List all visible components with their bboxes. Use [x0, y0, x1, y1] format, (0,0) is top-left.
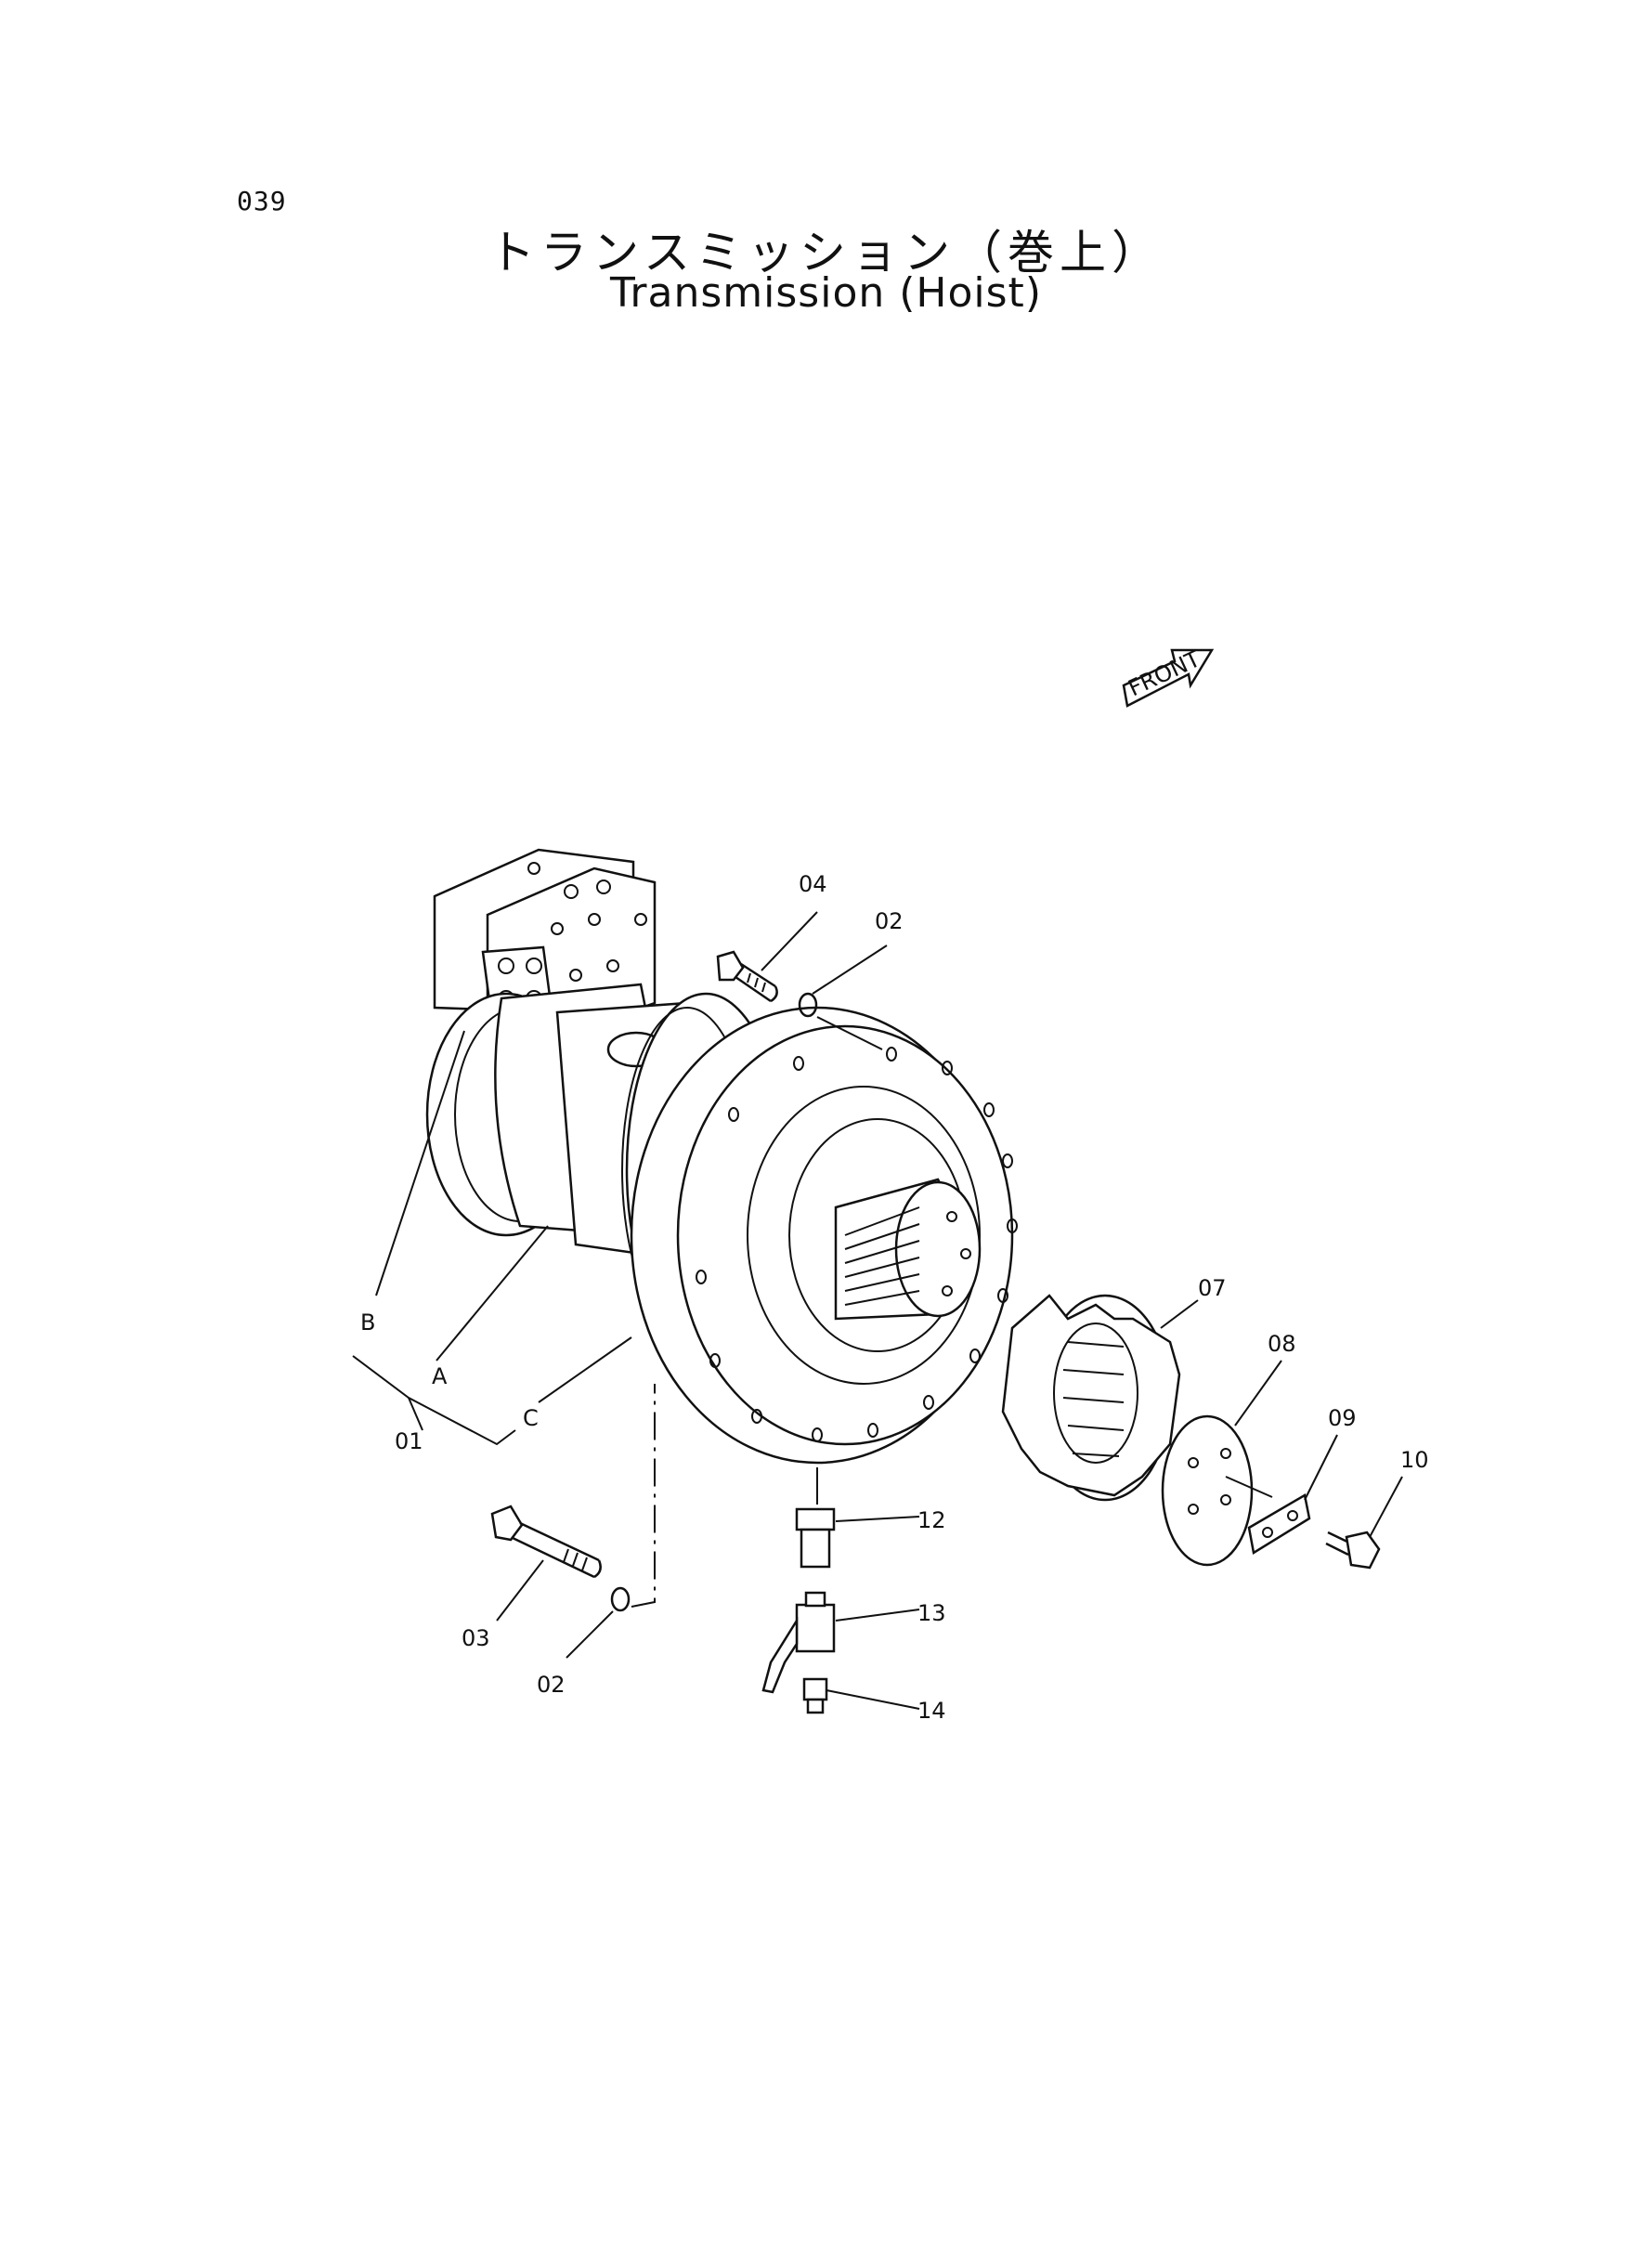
- drain-valve-13: [761, 1591, 836, 1694]
- label-09: 09: [1328, 1405, 1357, 1431]
- label-02-bottom: 02: [537, 1672, 566, 1698]
- title-english: Transmission (Hoist): [610, 269, 1042, 317]
- title-japanese: トランスミッション（巻上）: [488, 226, 1164, 280]
- washer-02-top: [798, 992, 818, 1018]
- pinion-gear-07: [1001, 1294, 1181, 1502]
- part-labels: 04 02 07 08 09 10 12 13 14 03 02 B A C 0…: [360, 871, 1429, 1724]
- plate-08: [1161, 1414, 1254, 1567]
- center-line: [631, 1384, 656, 1608]
- page-number: 039: [237, 186, 287, 216]
- washer-02-bottom: [610, 1586, 631, 1612]
- label-02-top: 02: [875, 908, 904, 934]
- label-sub-b: B: [360, 1309, 375, 1335]
- label-12: 12: [917, 1507, 946, 1533]
- bolt-10: [1325, 1531, 1381, 1570]
- front-arrow-icon: FRONT: [1122, 645, 1215, 708]
- label-08: 08: [1268, 1331, 1296, 1357]
- bolt-04: [716, 950, 778, 1003]
- label-sub-c: C: [523, 1405, 539, 1431]
- flange-bolt-holes: [696, 1047, 1018, 1442]
- label-03: 03: [462, 1625, 490, 1651]
- fitting-12: [795, 1507, 836, 1569]
- front-label: FRONT: [1125, 645, 1204, 701]
- bolt-03: [490, 1505, 602, 1579]
- lock-plate-09: [1247, 1493, 1311, 1556]
- label-01: 01: [395, 1428, 423, 1454]
- leader-lines: [352, 911, 1403, 1710]
- label-10: 10: [1400, 1447, 1429, 1473]
- guide-line: [816, 1016, 883, 1050]
- label-14: 14: [917, 1698, 946, 1724]
- label-sub-a: A: [432, 1363, 448, 1389]
- label-04: 04: [799, 871, 827, 897]
- label-07: 07: [1198, 1275, 1227, 1301]
- plug-14: [802, 1677, 828, 1714]
- label-13: 13: [917, 1600, 946, 1626]
- transmission-assembly: [425, 848, 1018, 1465]
